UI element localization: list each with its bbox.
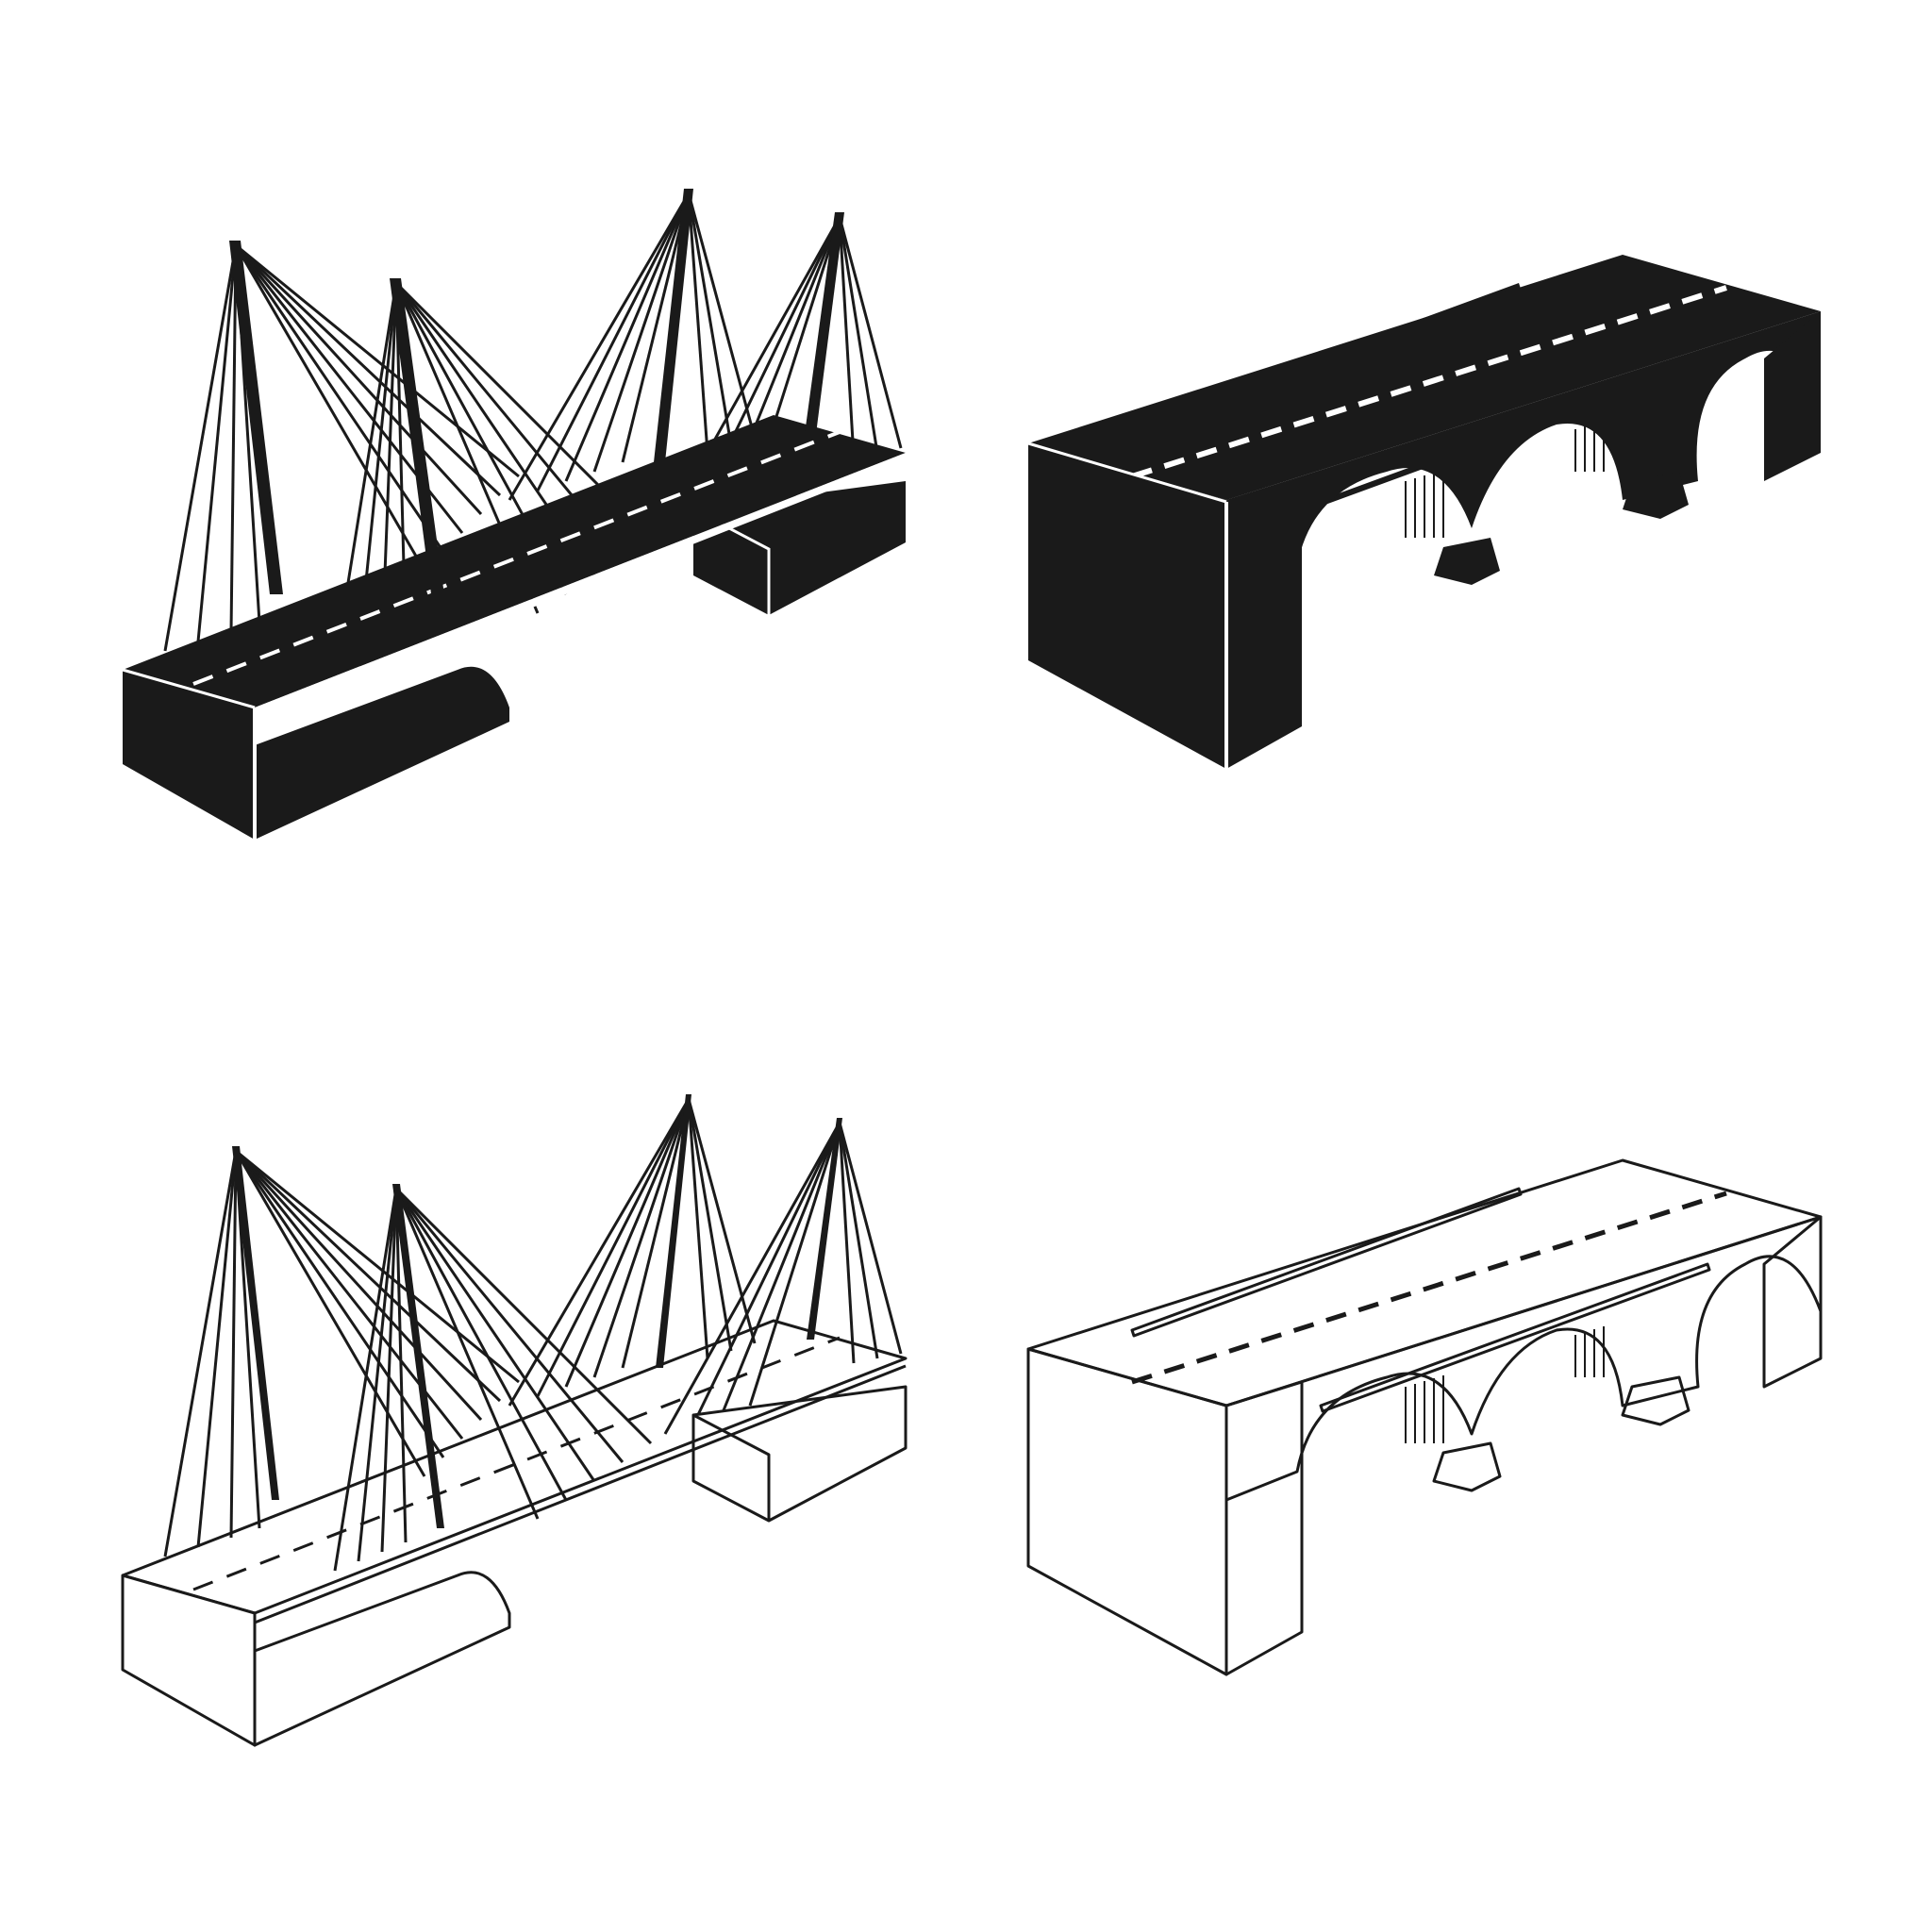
arch-bridge-icon [1027,255,1821,769]
arch-bridge-icon [1026,1158,1823,1676]
cable-stayed-bridge-icon [121,1094,908,1747]
cable-stayed-bridge-icon [122,189,906,840]
